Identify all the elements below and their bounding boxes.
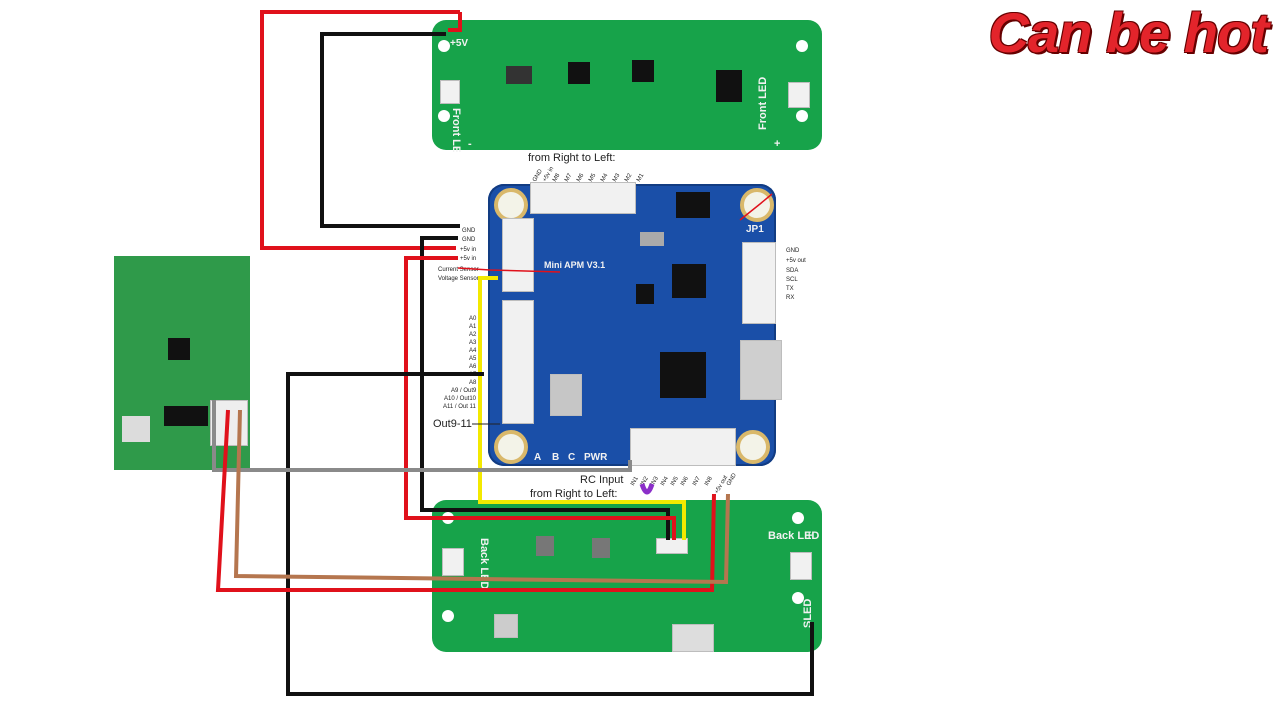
left-power-label: +5v in [460,256,477,262]
left-power-label: Current Sensor [438,267,479,273]
back-led-connector-left [442,548,464,576]
reset-button[interactable] [550,374,582,416]
left-power-label: GND [462,228,476,234]
jp1-label: JP1 [746,224,764,235]
plus-mark: + [774,138,781,150]
left-analog-label: A4 [469,348,477,354]
transistor [592,538,610,558]
chip [676,192,710,218]
purple-jumper [639,483,655,495]
right-pin-label: +5v out [786,258,806,264]
back-led-label-right: Back LED [768,530,820,542]
right-i2c-header [742,242,776,324]
thin-red-line [457,267,561,273]
ic-chip [632,60,654,82]
chip [636,284,654,304]
red-wire-lower [215,409,716,592]
mount-hole [442,610,454,622]
front-led-connector-right [788,82,810,108]
mount-hole [796,110,808,122]
yellow-wire [478,276,686,540]
header-bottom-label: from Right to Left: [530,488,618,500]
rc-input-header [630,428,736,466]
front-led-connector-left [440,80,460,104]
jp1-indicator-line [739,193,773,221]
left-analog-label: A5 [469,356,477,362]
gray-wire [212,400,632,472]
left-analog-label: A9 / Out9 [451,388,477,394]
board-name: Mini APM V3.1 [544,260,606,270]
ic-chip [568,62,590,84]
brown-wire [233,409,730,585]
black-wire-gnd [420,236,670,540]
left-analog-label: A2 [469,332,477,338]
left-analog-header [502,300,534,424]
chip [672,264,706,298]
left-analog-label: A3 [469,340,477,346]
right-pin-label: SDA [786,268,799,274]
left-power-label: +5v in [460,247,477,253]
mini-apm-board: Mini APM V3.1 JP1 A B C PWR [488,182,782,466]
sensor-ic [164,406,208,426]
micro-usb-port[interactable] [740,340,782,400]
right-pin-label: RX [786,295,795,301]
right-pin-label: SCL [786,277,798,283]
right-pin-label: TX [786,286,794,292]
left-power-label: Voltage Sensor [438,276,479,282]
silk-a: A [534,452,542,463]
bottom-led-board: Back LED Back LED SLED - + [432,500,822,652]
mount-hole [792,592,804,604]
left-analog-label: A10 / Out10 [444,396,477,402]
red-wire-top-loop [260,10,460,250]
plus-5v-label: +5V [450,38,469,49]
plus-mark: + [806,530,813,542]
mount-hole [438,110,450,122]
silk-pwr: PWR [584,452,608,463]
silk-b: B [552,452,560,463]
left-analog-label: A8 [469,380,477,386]
black-wire-loop [286,372,814,696]
red-wire-top [448,12,462,32]
mount-hole [494,430,528,464]
left-power-label: GND [462,237,476,243]
out9-11-label: Out9-11 [433,418,472,430]
left-analog-label: A1 [469,324,477,330]
header-top-label: from Right to Left: [528,152,616,164]
can-be-hot-warning: Can be hot [988,1,1269,64]
mount-hole [796,40,808,52]
mount-hole [736,430,770,464]
sensor-ic [168,338,190,360]
left-analog-label: A0 [469,316,477,322]
push-button[interactable] [494,614,518,638]
diode-pair [506,66,532,84]
red-wire-5v [404,256,676,540]
left-power-header [502,218,534,292]
mcu-chip [660,352,706,398]
mount-hole [438,40,450,52]
silk-c: C [568,452,576,463]
micro-usb-port[interactable] [672,624,714,652]
mount-hole [792,512,804,524]
black-wire-top [320,32,460,228]
crystal [640,232,664,246]
top-led-board: Front LED Front LED +5V - + [432,20,822,161]
back-led-connector-right [790,552,812,580]
sensor-pad [122,416,150,442]
left-analog-label: A6 [469,364,477,370]
right-pin-label: GND [786,248,800,254]
rc-input-label: RC Input [580,474,624,486]
mount-hole [740,188,774,222]
left-analog-label: A11 / Out 11 [443,404,476,410]
regulator-chip [716,70,742,102]
top-motor-header [530,182,636,214]
minus-mark: - [468,138,472,150]
transistor [536,536,554,556]
